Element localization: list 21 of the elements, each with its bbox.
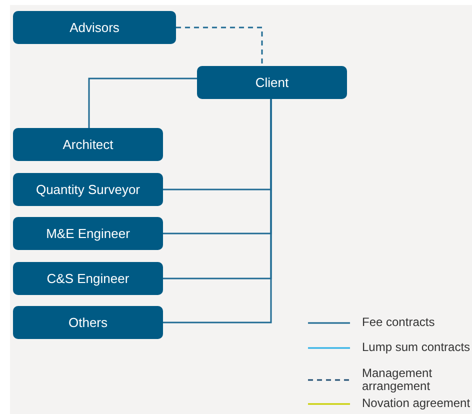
role-box [13, 306, 163, 339]
role-label: Quantity Surveyor [36, 182, 140, 197]
connector-line [176, 26, 263, 66]
role-label: C&S Engineer [46, 271, 130, 286]
legend-label: Fee contracts [362, 316, 436, 329]
role-label: Others [68, 315, 108, 330]
connector-line [163, 99, 272, 324]
legend-label: Novation agreement [362, 397, 472, 410]
role-box [13, 11, 176, 44]
role-label: Advisors [70, 20, 120, 35]
role-label: M&E Engineer [46, 226, 130, 241]
role-box [13, 262, 163, 295]
role-label: Client [255, 75, 289, 90]
legend-label: Lump sum contracts [362, 341, 472, 354]
role-box [13, 173, 163, 206]
connector-line [88, 78, 197, 128]
role-box [197, 66, 347, 99]
role-box [13, 217, 163, 250]
legend-label: Management arrangement [362, 367, 434, 393]
role-box [13, 128, 163, 161]
role-label: Architect [62, 137, 114, 152]
